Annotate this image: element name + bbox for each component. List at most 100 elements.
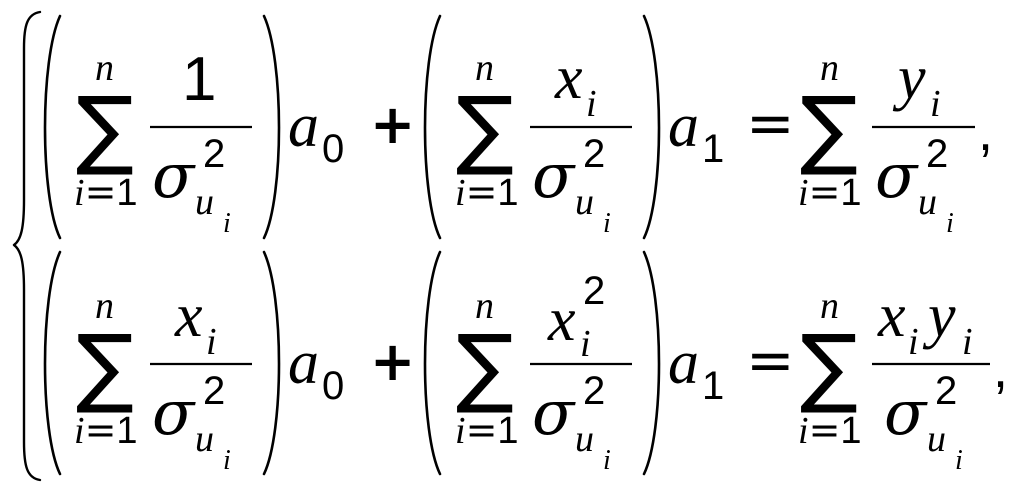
sum-lower-limit: i=1 (798, 408, 862, 452)
svg-text:u: u (195, 181, 214, 223)
svg-text:x: x (877, 282, 906, 350)
numerator: x i (554, 44, 597, 125)
svg-text:a: a (668, 329, 699, 397)
svg-text:i: i (206, 321, 217, 363)
coefficient-a0: a 0 (288, 92, 344, 171)
sum-symbol: ∑ (800, 317, 858, 417)
svg-text:u: u (575, 181, 594, 223)
numerator: 1 (182, 45, 216, 114)
row2-rhs: n ∑ i=1 x i y i σ 2 u i , (798, 282, 1008, 476)
denominator-sigma: σ 2 u i (875, 132, 954, 239)
svg-text:2: 2 (583, 269, 605, 313)
sum-upper-limit: n (475, 47, 494, 89)
denominator-sigma: σ 2 u i (152, 369, 231, 476)
row1-term1: n ∑ i=1 1 σ 2 u i a 0 (43, 14, 344, 240)
sum-symbol: ∑ (456, 79, 514, 179)
left-paren (423, 250, 442, 476)
svg-text:σ: σ (875, 139, 919, 212)
left-paren (423, 14, 442, 240)
svg-text:u: u (195, 418, 214, 460)
comma: , (993, 339, 1008, 399)
plus-sign: + (370, 93, 415, 156)
numerator: x i y i (877, 282, 973, 363)
denominator-sigma: σ 2 u i (532, 369, 611, 476)
svg-text:1: 1 (702, 127, 724, 171)
svg-text:2: 2 (935, 369, 957, 413)
svg-text:i: i (586, 83, 597, 125)
svg-text:1: 1 (702, 364, 724, 408)
svg-text:2: 2 (203, 369, 225, 413)
svg-text:i: i (223, 208, 231, 239)
sum-symbol: ∑ (456, 317, 514, 417)
svg-text:σ: σ (884, 376, 928, 449)
svg-text:u: u (918, 181, 937, 223)
right-paren (642, 250, 661, 476)
svg-text:a: a (288, 92, 319, 160)
left-curly-brace (12, 10, 42, 482)
sum-lower-limit: i=1 (455, 408, 519, 452)
right-paren (262, 250, 281, 476)
svg-text:σ: σ (152, 139, 196, 212)
left-paren (43, 250, 62, 476)
svg-text:x: x (547, 286, 576, 354)
row1-rhs: n ∑ i=1 y i σ 2 u i , (798, 44, 993, 239)
svg-text:i: i (962, 321, 973, 363)
sum-lower-limit: i=1 (798, 170, 862, 214)
equals-sign: = (746, 326, 795, 394)
denominator-sigma: σ 2 u i (532, 132, 611, 239)
svg-text:2: 2 (583, 132, 605, 176)
row1-term2: n ∑ i=1 x i σ 2 u i a 1 (423, 14, 724, 240)
denominator-sigma: σ 2 u i (884, 369, 963, 476)
sum-lower-limit: i=1 (74, 170, 138, 214)
right-paren (642, 14, 661, 240)
svg-text:0: 0 (322, 127, 344, 171)
svg-text:i: i (955, 445, 963, 476)
numerator: x 2 i (547, 269, 605, 365)
svg-text:i: i (930, 83, 941, 125)
svg-text:i: i (603, 445, 611, 476)
left-paren (43, 14, 62, 240)
svg-text:2: 2 (583, 369, 605, 413)
denominator-sigma: σ 2 u i (152, 132, 231, 239)
svg-text:σ: σ (532, 376, 576, 449)
sum-symbol: ∑ (76, 79, 134, 179)
svg-text:2: 2 (203, 132, 225, 176)
svg-text:i: i (946, 208, 954, 239)
svg-text:i: i (908, 321, 919, 363)
svg-text:0: 0 (322, 364, 344, 408)
coefficient-a1: a 1 (668, 329, 724, 408)
svg-text:i: i (580, 323, 591, 365)
svg-text:u: u (927, 418, 946, 460)
svg-text:x: x (174, 282, 203, 350)
svg-text:σ: σ (532, 139, 576, 212)
sum-lower-limit: i=1 (455, 170, 519, 214)
comma: , (978, 102, 993, 162)
equation-row-1: n ∑ i=1 1 σ 2 u i a 0 + n ∑ i=1 (43, 14, 993, 240)
sum-lower-limit: i=1 (74, 408, 138, 452)
sum-upper-limit: n (95, 285, 114, 327)
numerator: x i (174, 282, 217, 363)
sum-symbol: ∑ (800, 79, 858, 179)
coefficient-a0: a 0 (288, 329, 344, 408)
sum-upper-limit: n (820, 47, 839, 89)
sum-symbol: ∑ (76, 317, 134, 417)
svg-text:y: y (922, 282, 956, 350)
svg-text:2: 2 (926, 132, 948, 176)
svg-text:a: a (288, 329, 319, 397)
svg-text:i: i (223, 445, 231, 476)
sum-upper-limit: n (475, 285, 494, 327)
sum-upper-limit: n (95, 47, 114, 89)
svg-text:y: y (892, 44, 926, 112)
equals-sign: = (746, 89, 795, 157)
sum-upper-limit: n (820, 285, 839, 327)
numerator: y i (892, 44, 941, 125)
svg-text:a: a (668, 92, 699, 160)
row2-term1: n ∑ i=1 x i σ 2 u i a 0 (43, 250, 344, 476)
plus-sign: + (370, 330, 415, 393)
row2-term2: n ∑ i=1 x 2 i σ 2 u i a 1 (423, 250, 724, 476)
equation-row-2: n ∑ i=1 x i σ 2 u i a 0 + n (43, 250, 1008, 476)
coefficient-a1: a 1 (668, 92, 724, 171)
svg-text:i: i (603, 208, 611, 239)
right-paren (262, 14, 281, 240)
